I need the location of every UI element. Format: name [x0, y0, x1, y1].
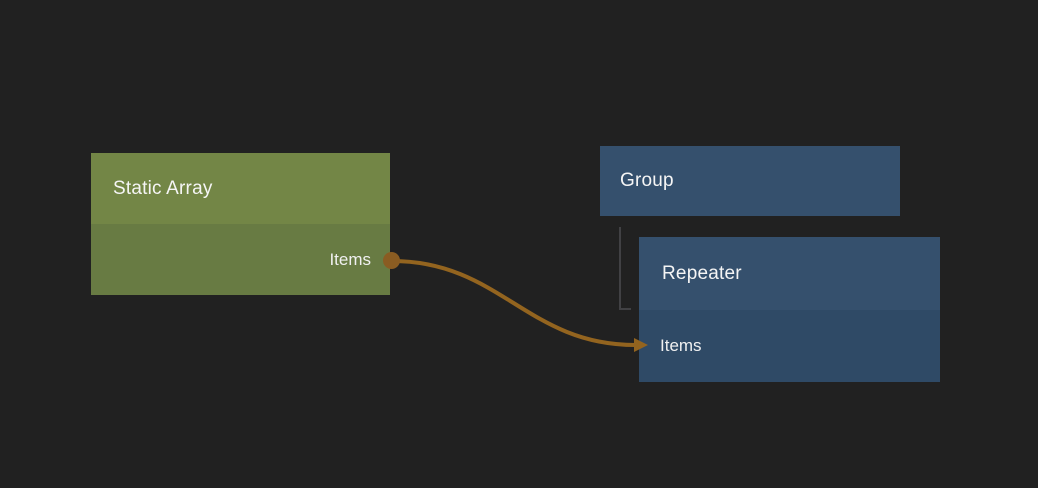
node-title: Repeater — [662, 262, 742, 284]
node-title: Group — [620, 170, 674, 191]
input-pin-items[interactable]: Items — [639, 310, 940, 382]
node-static-array-header[interactable]: Static Array — [91, 153, 390, 224]
node-group[interactable]: Group — [600, 146, 900, 216]
node-static-array-body: Items — [91, 224, 390, 295]
node-repeater-body: Items — [639, 310, 940, 382]
group-repeater-hierarchy-line — [619, 227, 631, 310]
node-static-array[interactable]: Static Array Items — [91, 153, 390, 295]
node-title: Static Array — [113, 177, 213, 199]
output-pin-label: Items — [329, 249, 371, 269]
input-pin-label: Items — [660, 336, 702, 355]
node-repeater[interactable]: Repeater Items — [639, 237, 940, 382]
node-group-header[interactable]: Group — [600, 146, 900, 216]
output-pin-items[interactable]: Items — [91, 224, 390, 295]
node-repeater-header[interactable]: Repeater — [639, 237, 940, 310]
items-wire[interactable] — [390, 259, 637, 347]
